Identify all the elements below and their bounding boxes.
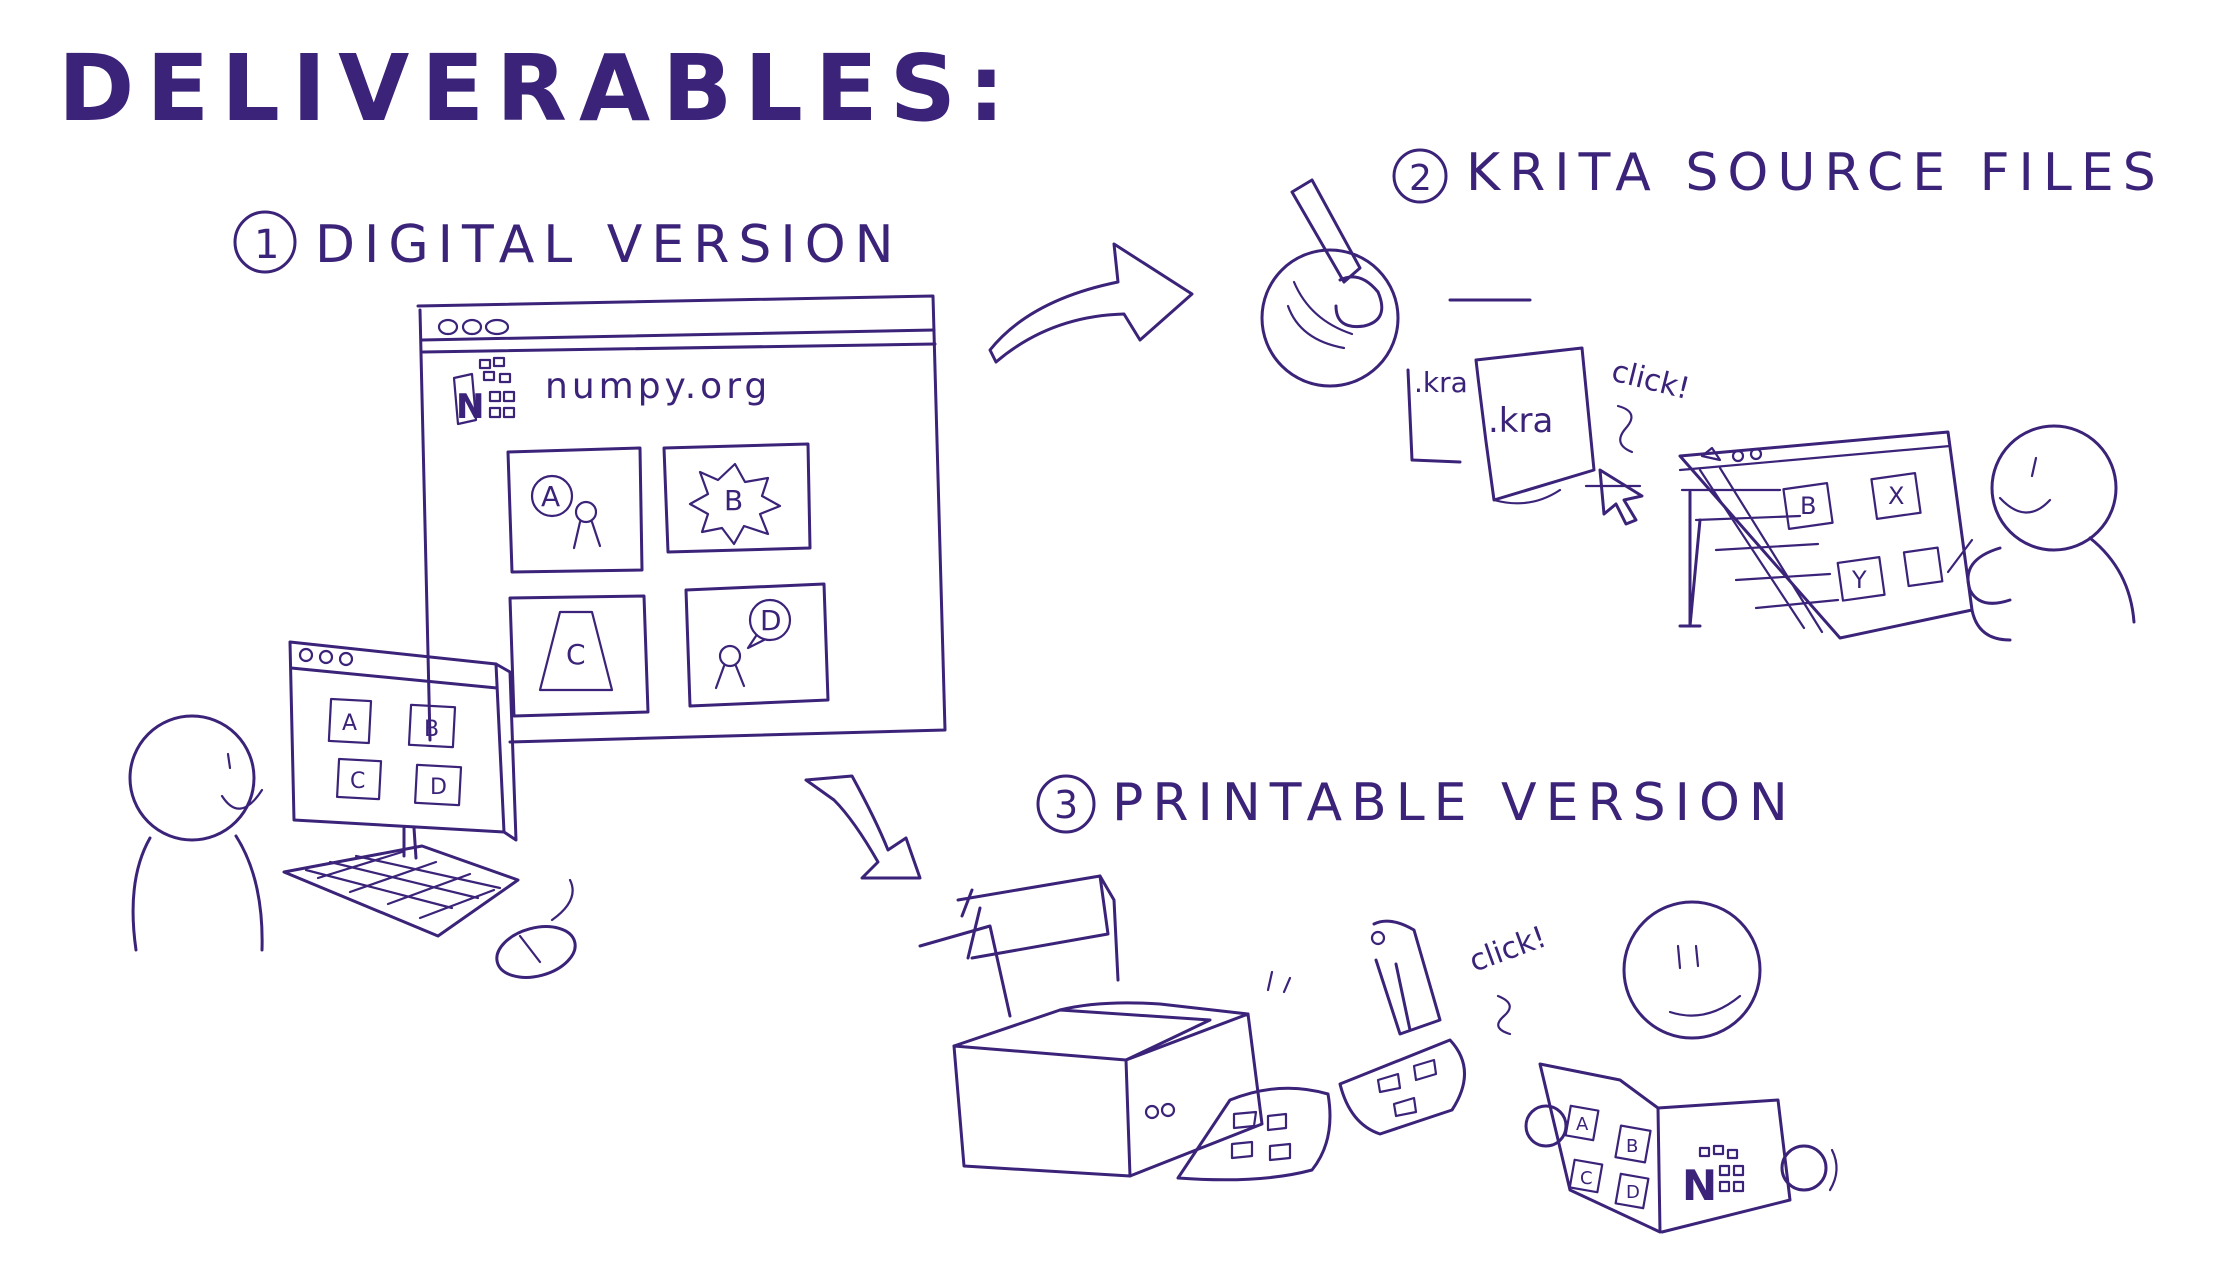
svg-text:.kra: .kra bbox=[1488, 401, 1553, 441]
printed-pages bbox=[1176, 919, 1466, 1182]
arrow-to-source-files-icon bbox=[988, 242, 1194, 364]
svg-text:.kra: .kra bbox=[1414, 366, 1468, 399]
svg-text:A: A bbox=[541, 480, 560, 513]
svg-text:A: A bbox=[342, 711, 357, 736]
svg-text:D: D bbox=[760, 604, 782, 637]
svg-text:D: D bbox=[1626, 1182, 1640, 1203]
page-title: DELIVERABLES: bbox=[58, 35, 1017, 142]
svg-text:B: B bbox=[724, 484, 743, 517]
svg-text:A: A bbox=[1576, 1114, 1589, 1135]
comic-panel-b: B bbox=[1614, 1124, 1652, 1164]
krita-logo-icon bbox=[1260, 178, 1400, 388]
numpy-logo-letter: N bbox=[456, 387, 484, 427]
section-2-heading: 2 KRITA SOURCE FILES bbox=[1392, 143, 2165, 204]
section-3-number-circle bbox=[1036, 774, 1096, 834]
monitor-panel-a: A bbox=[327, 697, 373, 745]
section-2-label: KRITA SOURCE FILES bbox=[1466, 143, 2165, 203]
browser-url: numpy.org bbox=[545, 366, 771, 407]
browser-panel-c: C bbox=[508, 594, 650, 718]
comic-panel-c: C bbox=[1568, 1158, 1604, 1194]
person-reading bbox=[1524, 900, 1838, 1192]
click-motion-icon bbox=[1496, 994, 1512, 1036]
svg-text:B: B bbox=[1626, 1136, 1638, 1157]
kra-file-back: .kra bbox=[1406, 298, 1532, 464]
window-control-dots bbox=[437, 318, 510, 336]
section-1-label: DIGITAL VERSION bbox=[315, 215, 903, 275]
section-3-number: 3 bbox=[1054, 783, 1078, 827]
monitor-panel-b: B bbox=[407, 703, 457, 749]
svg-text:Y: Y bbox=[1851, 566, 1867, 594]
section-3-label: PRINTABLE VERSION bbox=[1112, 773, 1797, 833]
numpy-logo-icon: N bbox=[452, 356, 516, 427]
svg-text:D: D bbox=[430, 775, 447, 800]
svg-text:C: C bbox=[566, 638, 586, 671]
svg-text:C: C bbox=[1580, 1168, 1593, 1189]
click-label-bottom: click! bbox=[1465, 920, 1551, 980]
monitor-panel-c: C bbox=[335, 757, 383, 801]
person-drawing bbox=[1946, 424, 2136, 642]
arrow-to-printable-icon bbox=[804, 774, 922, 880]
printer-icon bbox=[918, 874, 1292, 1178]
comic-panel-a: A bbox=[1564, 1104, 1600, 1142]
svg-text:C: C bbox=[350, 769, 365, 794]
cursor-icon bbox=[1584, 404, 1644, 526]
monitor-panel-d: D bbox=[413, 763, 463, 807]
comic-numpy-logo-icon: N bbox=[1682, 1144, 1745, 1210]
svg-text:B: B bbox=[1800, 492, 1816, 520]
browser-panel-d: D bbox=[684, 582, 830, 708]
section-1-heading: 1 DIGITAL VERSION bbox=[233, 210, 903, 275]
browser-panel-a: A bbox=[506, 446, 644, 574]
svg-text:X: X bbox=[1888, 482, 1904, 510]
comic-book: A B C D N bbox=[1538, 1062, 1792, 1234]
browser-window: N numpy.org A B C bbox=[416, 294, 947, 744]
click-label-top: click! bbox=[1608, 354, 1693, 407]
tablet-panel-b: B bbox=[1782, 482, 1834, 530]
person-at-computer bbox=[128, 714, 264, 952]
comic-panel-d: D bbox=[1614, 1172, 1650, 1210]
tablet-panel-x: X bbox=[1870, 472, 1922, 520]
section-2-number-circle bbox=[1392, 148, 1448, 204]
svg-text:N: N bbox=[1682, 1161, 1717, 1210]
browser-panel-b: B bbox=[662, 442, 812, 554]
drawing-tablet: B X Y bbox=[1678, 430, 1974, 640]
section-1-number: 1 bbox=[254, 222, 279, 268]
mouse-icon bbox=[495, 878, 577, 979]
svg-text:B: B bbox=[424, 717, 439, 742]
section-1-number-circle bbox=[233, 210, 297, 274]
section-3-heading: 3 PRINTABLE VERSION bbox=[1036, 773, 1797, 834]
desktop-monitor: A B C D bbox=[288, 640, 518, 860]
tablet-panel-y: Y bbox=[1836, 556, 1886, 602]
section-2-number: 2 bbox=[1409, 158, 1432, 199]
keyboard-icon bbox=[282, 844, 520, 938]
kra-file-front: .kra bbox=[1474, 346, 1596, 505]
